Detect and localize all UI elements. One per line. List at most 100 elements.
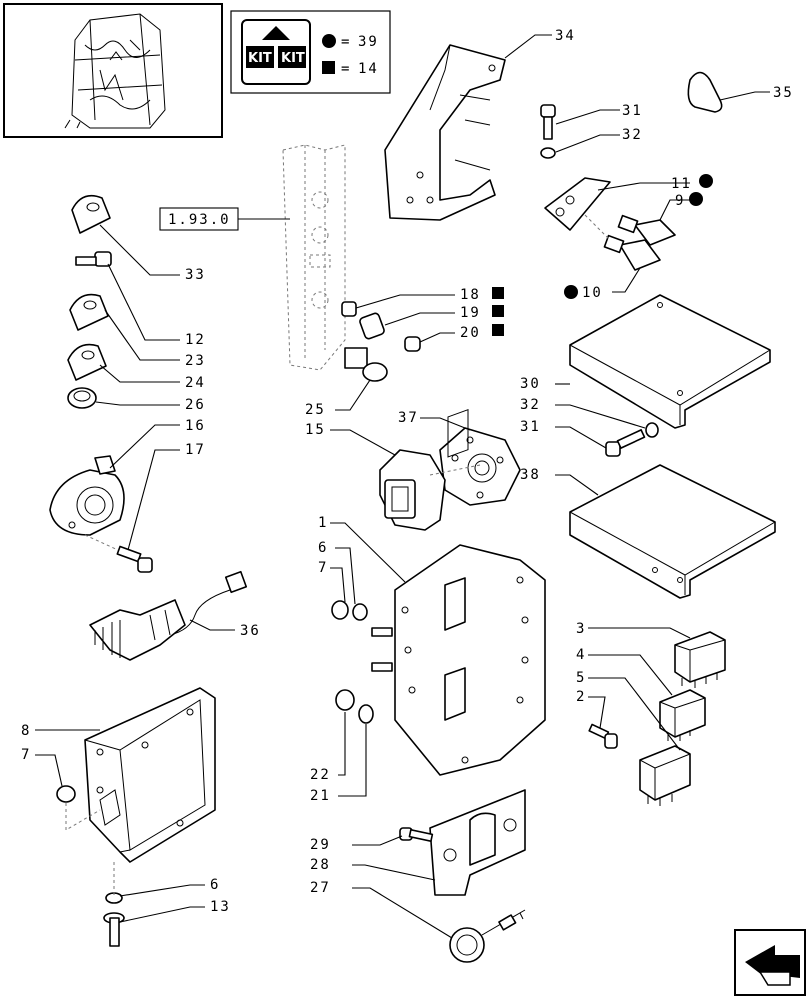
part-21-washer (358, 704, 374, 724)
callout-label[interactable]: 27 (310, 880, 331, 896)
callout-label[interactable]: 30 (520, 376, 541, 392)
part-31-screw (540, 104, 556, 140)
callout-label[interactable]: 19 (460, 305, 481, 321)
kit-logo-icon: KIT KIT (241, 19, 311, 85)
callout-label[interactable]: 13 (210, 899, 231, 915)
callout-label[interactable]: 25 (305, 402, 326, 418)
callout-label[interactable]: 20 (460, 325, 481, 341)
square-marker-icon (322, 61, 335, 74)
callout-label[interactable]: 31 (622, 103, 643, 119)
callout-label[interactable]: 12 (185, 332, 206, 348)
part-34-bracket (384, 44, 506, 221)
part-2-screw (588, 723, 618, 749)
callout-label[interactable]: 15 (305, 422, 326, 438)
part-28-plate (429, 789, 526, 896)
callout-label[interactable]: 17 (185, 442, 206, 458)
part-19-sleeve (359, 312, 385, 340)
part-23-clip (69, 293, 109, 331)
part-30-bracket (569, 294, 771, 429)
callout-label[interactable]: 10 (582, 285, 603, 301)
part-37-flange (439, 427, 521, 506)
kit-logo-label: KIT (281, 51, 305, 66)
part-24-clip (67, 343, 107, 381)
callout-label[interactable]: 16 (185, 418, 206, 434)
reference-label: 1.93.0 (168, 212, 231, 228)
part-18-pin (341, 301, 357, 317)
callout-label[interactable]: 31 (520, 419, 541, 435)
part-15-sensor (379, 449, 481, 531)
part-29-screw (399, 827, 434, 842)
next-page-button[interactable] (734, 929, 806, 996)
part-36-connector (89, 570, 248, 661)
part-13-bolt (103, 912, 125, 947)
part-11-mount (544, 177, 611, 231)
callout-label[interactable]: 32 (520, 397, 541, 413)
part-32b-washer (645, 422, 659, 438)
callout-label[interactable]: 6 (210, 877, 220, 893)
part-7a-nut (331, 600, 349, 620)
part-31b-screw (605, 429, 646, 457)
part-25-switch (344, 347, 388, 382)
callout-label[interactable]: 11 (671, 176, 692, 192)
reference-column (282, 144, 346, 371)
circle-marker-icon (689, 192, 703, 206)
callout-label[interactable]: 38 (520, 467, 541, 483)
overview-thumbnail[interactable] (3, 3, 223, 138)
kit-legend: KIT KIT = 39 = 14 (230, 10, 391, 94)
part-7b-nut (56, 785, 76, 803)
part-8-bracket (84, 687, 216, 863)
callout-label[interactable]: 4 (576, 647, 586, 663)
circle-marker-icon (564, 285, 578, 299)
arrow-left-icon (745, 945, 800, 986)
part-12-bolt (75, 251, 112, 267)
part-9-connector (617, 214, 676, 246)
circle-marker-icon (322, 34, 336, 48)
callout-label[interactable]: 2 (576, 689, 586, 705)
part-20-cap (404, 336, 421, 352)
part-22-nut (335, 689, 355, 711)
part-3-relay (674, 631, 726, 688)
part-17-bolt (116, 545, 153, 573)
callout-label[interactable]: 26 (185, 397, 206, 413)
part-5-relay (639, 745, 691, 806)
callout-label[interactable]: 7 (318, 560, 328, 576)
kit-logo-label: KIT (248, 51, 272, 66)
callout-label[interactable]: 36 (240, 623, 261, 639)
callout-label[interactable]: 7 (21, 747, 31, 763)
square-equals: = (341, 61, 351, 77)
callout-label[interactable]: 8 (21, 723, 31, 739)
part-6a-washer (352, 603, 368, 621)
callout-label[interactable]: 22 (310, 767, 331, 783)
callout-label[interactable]: 18 (460, 287, 481, 303)
callout-label[interactable]: 6 (318, 540, 328, 556)
callout-label[interactable]: 23 (185, 353, 206, 369)
callout-label[interactable]: 28 (310, 857, 331, 873)
circle-equals: = (341, 34, 351, 50)
callout-label[interactable]: 24 (185, 375, 206, 391)
callout-label[interactable]: 37 (398, 410, 419, 426)
callout-label[interactable]: 3 (576, 621, 586, 637)
circle-count: 39 (358, 34, 379, 50)
callout-label[interactable]: 5 (576, 670, 586, 686)
callout-label[interactable]: 34 (555, 28, 576, 44)
callout-label[interactable]: 9 (675, 193, 685, 209)
part-38-bracket (569, 464, 776, 599)
part-35-clip (687, 71, 723, 113)
part-26-clamp (67, 387, 97, 409)
part-4-relay (659, 689, 706, 741)
part-33-clip (71, 194, 111, 234)
callout-label[interactable]: 21 (310, 788, 331, 804)
callout-label[interactable]: 33 (185, 267, 206, 283)
square-count: 14 (358, 61, 379, 77)
part-32-washer (540, 147, 556, 159)
square-marker-icon (492, 287, 504, 299)
square-marker-icon (492, 305, 504, 317)
callout-label[interactable]: 32 (622, 127, 643, 143)
callout-label[interactable]: 1 (318, 515, 328, 531)
reference-label-box[interactable]: 1.93.0 (159, 207, 290, 231)
circle-marker-icon (699, 174, 713, 188)
callout-label[interactable]: 29 (310, 837, 331, 853)
callout-label[interactable]: 35 (773, 85, 794, 101)
